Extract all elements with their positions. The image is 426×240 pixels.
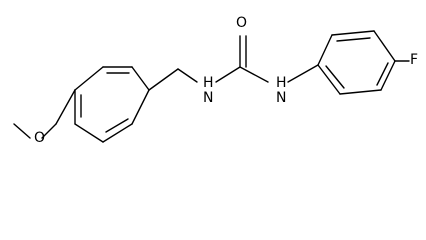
bond bbox=[339, 89, 382, 95]
atom-label: N bbox=[276, 90, 286, 106]
bond bbox=[74, 123, 104, 143]
bond bbox=[74, 66, 104, 91]
bond bbox=[13, 123, 31, 139]
atom-label: N bbox=[203, 90, 213, 106]
bond bbox=[317, 64, 341, 95]
bond bbox=[317, 34, 333, 66]
structure-diagram: O H N H N F O bbox=[13, 15, 418, 146]
atom-label: O bbox=[236, 15, 247, 31]
bond-double bbox=[105, 118, 129, 133]
bond bbox=[55, 89, 76, 125]
bond bbox=[131, 89, 150, 125]
bond bbox=[380, 60, 396, 91]
bond bbox=[177, 68, 198, 83]
bond-double bbox=[336, 37, 371, 42]
atom-label: H bbox=[203, 75, 214, 91]
bond-double bbox=[325, 65, 345, 89]
bond bbox=[239, 66, 269, 83]
bond bbox=[331, 30, 375, 36]
bond-double bbox=[376, 62, 389, 86]
bond bbox=[215, 66, 241, 83]
bond bbox=[41, 123, 57, 139]
bond bbox=[373, 30, 396, 62]
bond bbox=[287, 64, 319, 83]
atom-label: H bbox=[276, 75, 287, 91]
atom-label: O bbox=[34, 130, 45, 146]
bond bbox=[102, 123, 133, 143]
molecule-canvas: O H N H N F O bbox=[13, 15, 418, 146]
atom-label: F bbox=[410, 52, 418, 68]
bond bbox=[148, 68, 179, 91]
bond bbox=[131, 66, 150, 91]
